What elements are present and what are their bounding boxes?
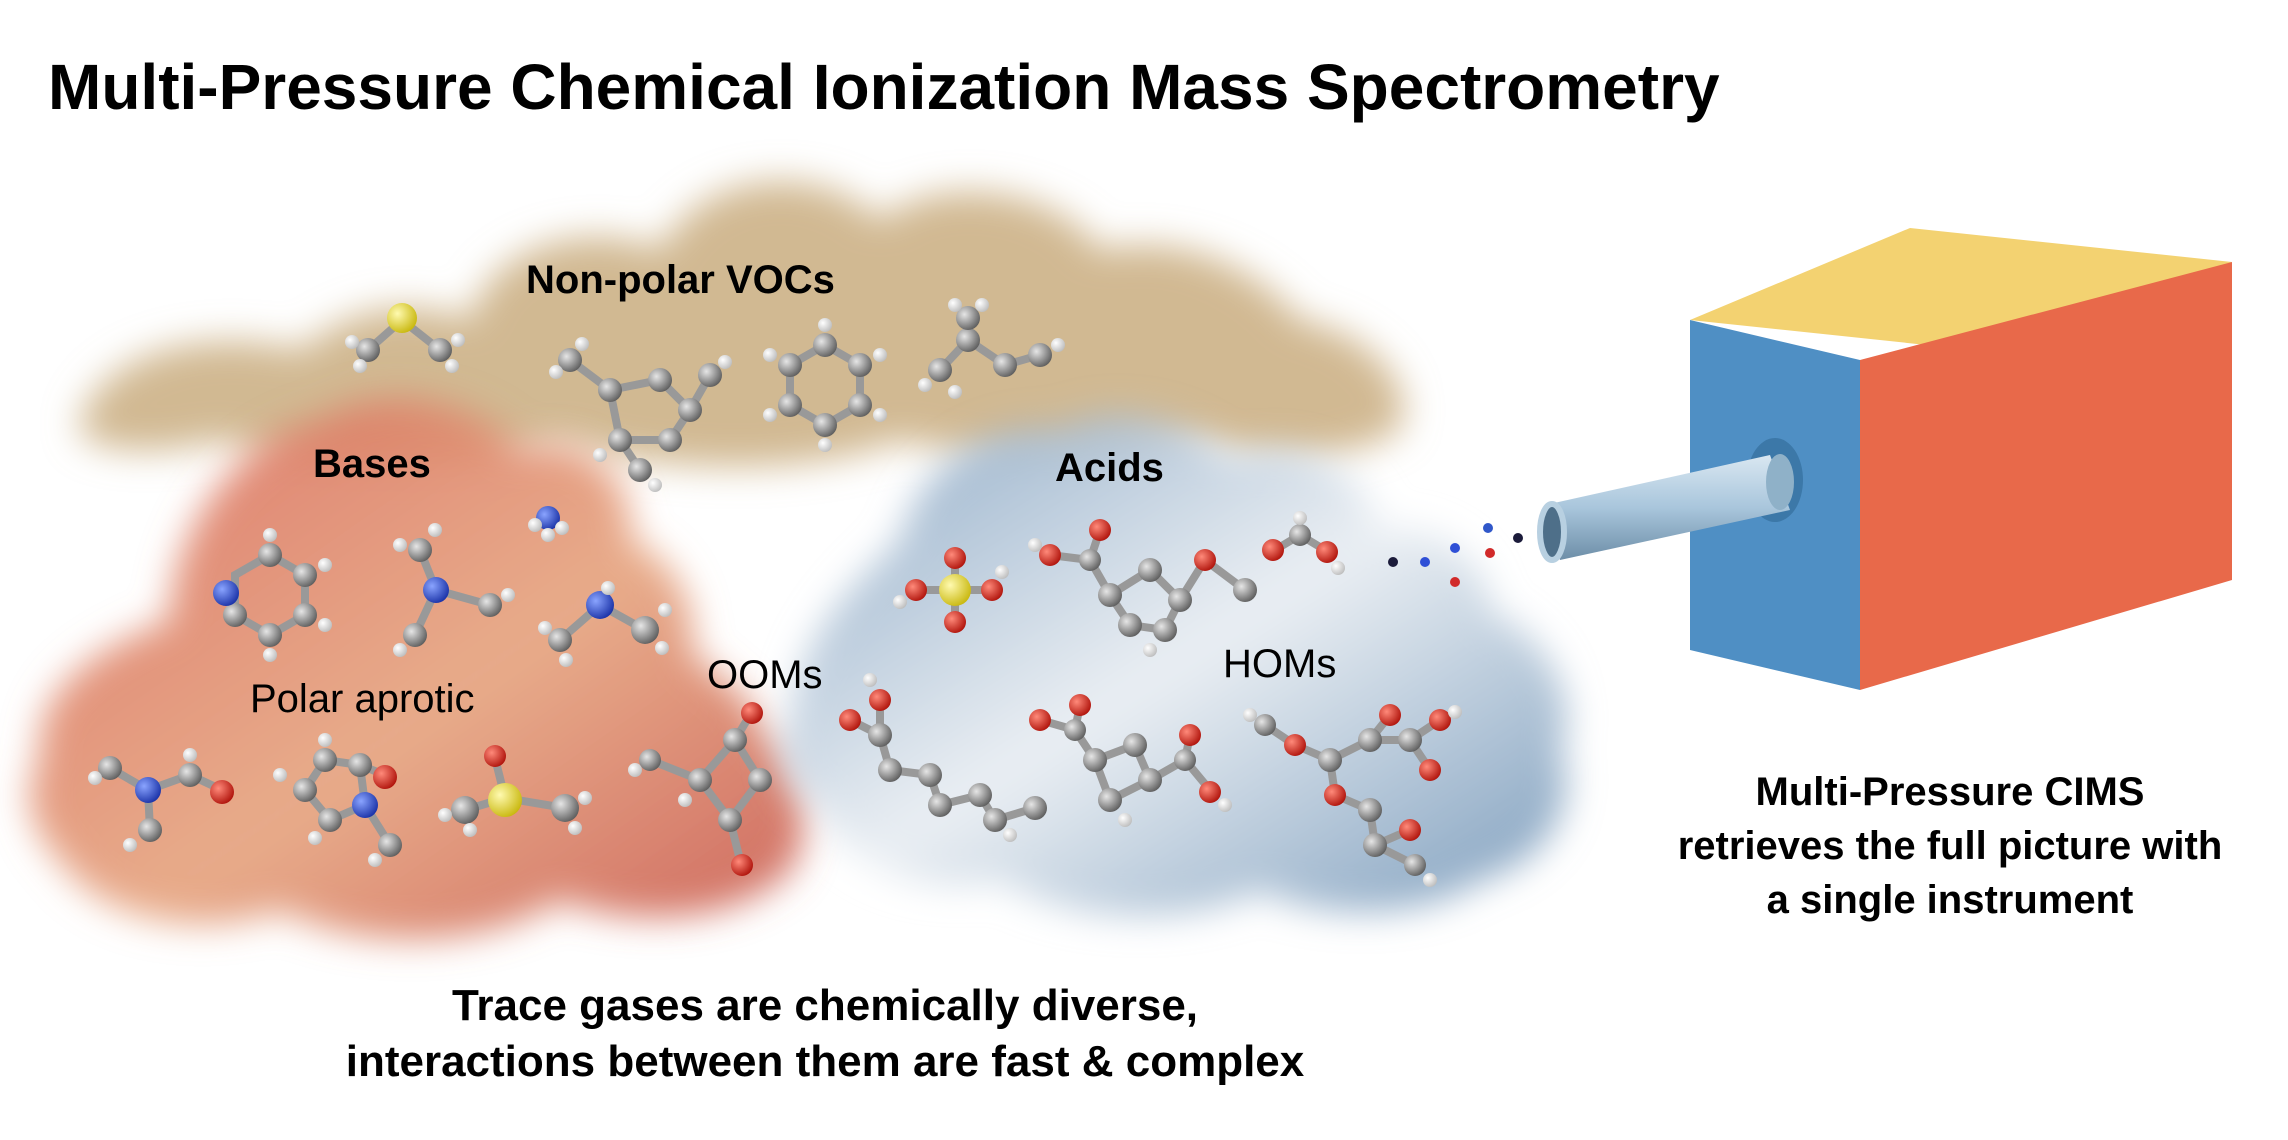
instrument-caption-line-1: Multi-Pressure CIMS	[1755, 770, 2145, 814]
molecule-sulfuric-acid	[893, 547, 1009, 633]
bottom-caption-line-2: interactions between them are fast & com…	[345, 1037, 1305, 1086]
label-homs: HOMs	[1223, 642, 1337, 686]
molecule-isoprene	[918, 298, 1065, 399]
molecule-acid-cyclobutyl	[1029, 694, 1232, 827]
molecule-dimethylamine	[538, 581, 672, 667]
molecule-oom-chain	[839, 673, 1047, 842]
instrument-caption-line-2: retrieves the full picture with	[1677, 824, 2223, 868]
instrument-caption-line-3: a single instrument	[1766, 878, 2134, 922]
inlet-tube	[1537, 454, 1794, 563]
molecule-hom	[1243, 704, 1462, 887]
nonpolar-voc-cloud	[79, 181, 1404, 467]
molecule-trimethylamine	[393, 523, 515, 657]
page-title: Multi-Pressure Chemical Ionization Mass …	[48, 51, 1720, 123]
cims-instrument	[1537, 228, 2232, 690]
label-nonpolar-vocs: Non-polar VOCs	[526, 258, 835, 302]
molecule-ammonia	[528, 506, 569, 542]
ion-stream	[1388, 523, 1523, 587]
instrument-top-face	[1690, 228, 2232, 354]
molecule-dmso	[438, 745, 592, 837]
molecule-pyridine	[213, 528, 332, 662]
molecule-oom-cyclic	[628, 702, 772, 876]
molecule-dmf	[88, 748, 234, 852]
bottom-caption-line-1: Trace gases are chemically diverse,	[451, 981, 1199, 1030]
label-ooms: OOMs	[707, 653, 823, 697]
molecule-dimethyl-sulfide	[345, 303, 465, 373]
molecule-terpene	[549, 337, 732, 492]
label-polar-aprotic: Polar aprotic	[250, 677, 475, 721]
bottom-caption: Trace gases are chemically diverse, inte…	[230, 978, 1420, 1090]
molecule-benzene	[763, 318, 887, 452]
label-acids: Acids	[1055, 446, 1164, 490]
molecule-nmp	[273, 733, 402, 867]
instrument-caption: Multi-Pressure CIMS retrieves the full p…	[1640, 765, 2260, 927]
instrument-side-face	[1860, 262, 2232, 690]
molecule-acid-cyclic	[1028, 519, 1257, 657]
label-bases: Bases	[313, 442, 431, 486]
molecule-formic-acid	[1262, 511, 1345, 575]
acids-cloud	[780, 415, 1567, 916]
